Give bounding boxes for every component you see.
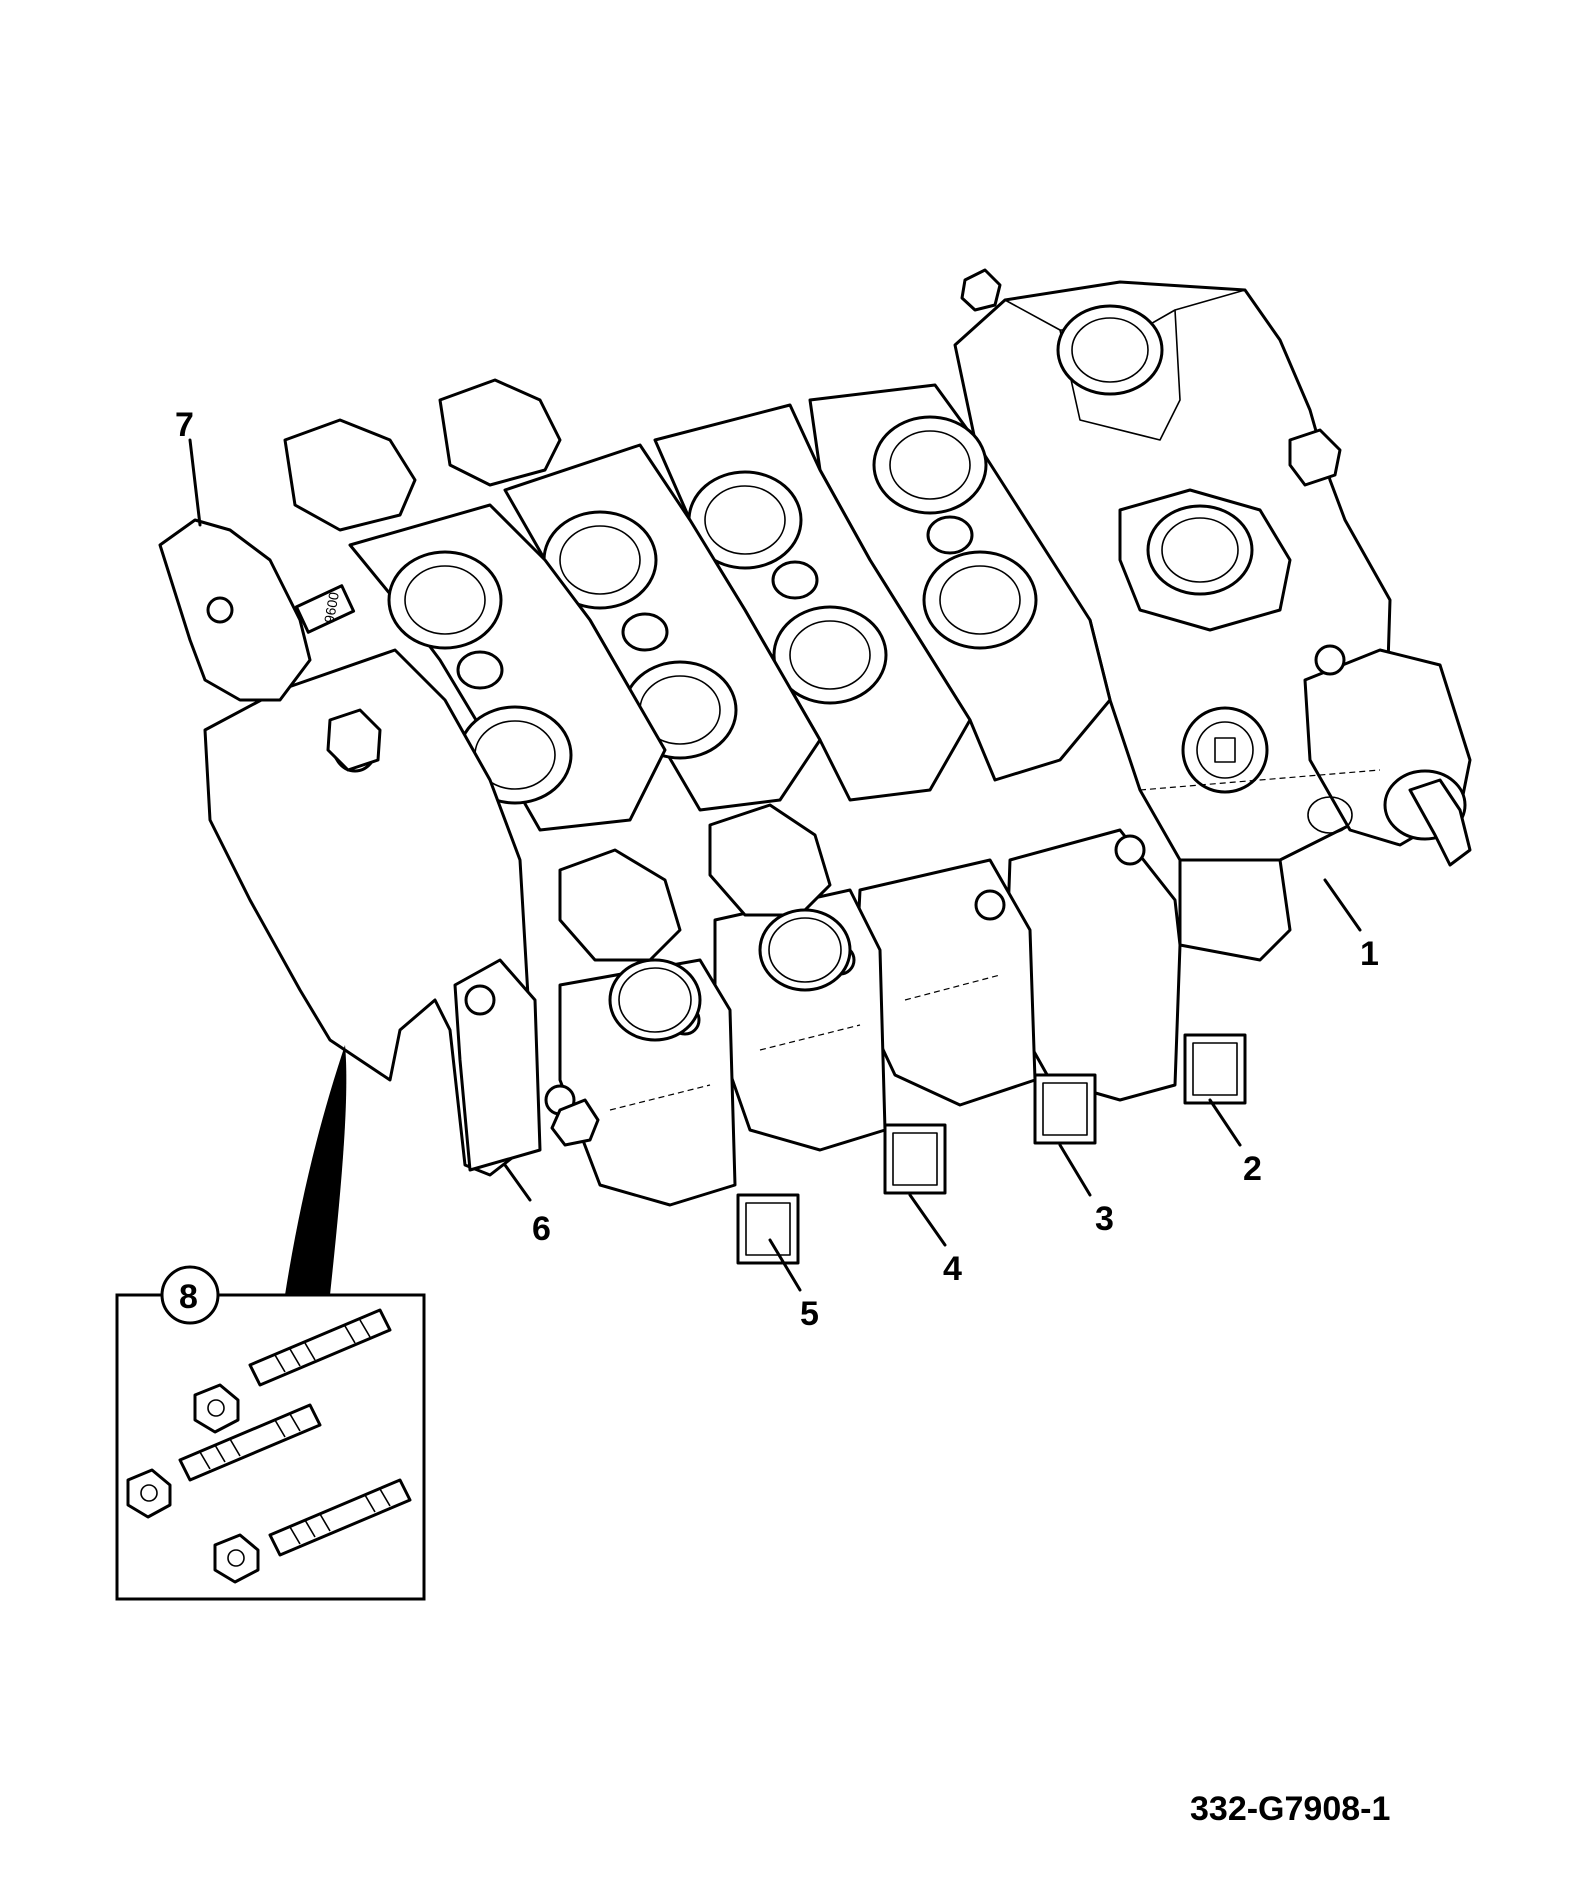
stud-3 bbox=[213, 1478, 412, 1584]
leader-lines bbox=[188, 438, 1362, 1295]
drawing-id: 332-G7908-1 bbox=[1190, 1790, 1391, 1828]
part-marking: 9600 bbox=[321, 591, 342, 625]
callouts: 7 1 2 3 4 5 6 bbox=[175, 406, 1379, 1333]
leader-5 bbox=[768, 1238, 802, 1292]
callout-2: 2 bbox=[1243, 1150, 1262, 1188]
leader-1 bbox=[1323, 878, 1362, 932]
section-2 bbox=[808, 383, 1112, 782]
end-cover bbox=[203, 644, 600, 1177]
callout-6: 6 bbox=[532, 1210, 551, 1248]
valve-block-assembly: 9600 bbox=[158, 268, 1472, 1265]
leader-8 bbox=[285, 1045, 347, 1295]
stud-1 bbox=[193, 1308, 392, 1434]
callout-8: 8 bbox=[179, 1278, 198, 1316]
leader-6 bbox=[503, 1163, 532, 1202]
callout-1: 1 bbox=[1360, 935, 1379, 973]
nut-1 bbox=[193, 1383, 240, 1434]
section-4 bbox=[503, 443, 822, 812]
tie-rod-kit-inset: 8 bbox=[115, 1265, 426, 1601]
leader-3 bbox=[1058, 1143, 1092, 1197]
relief-valve-fittings bbox=[558, 803, 852, 1042]
callout-7: 7 bbox=[175, 406, 194, 444]
inlet-section bbox=[953, 268, 1472, 962]
nut-3 bbox=[213, 1533, 260, 1584]
callout-8-circle bbox=[160, 1265, 220, 1325]
nut-2 bbox=[126, 1468, 172, 1519]
bracket: 9600 bbox=[158, 378, 562, 702]
stud-2 bbox=[126, 1403, 322, 1519]
callout-5: 5 bbox=[800, 1295, 819, 1333]
leader-2 bbox=[1208, 1098, 1242, 1147]
section-5 bbox=[348, 503, 667, 832]
leader-7 bbox=[188, 438, 202, 527]
callout-4: 4 bbox=[943, 1250, 962, 1288]
leader-4 bbox=[908, 1193, 947, 1247]
section-3 bbox=[653, 403, 972, 802]
callout-3: 3 bbox=[1095, 1200, 1114, 1238]
